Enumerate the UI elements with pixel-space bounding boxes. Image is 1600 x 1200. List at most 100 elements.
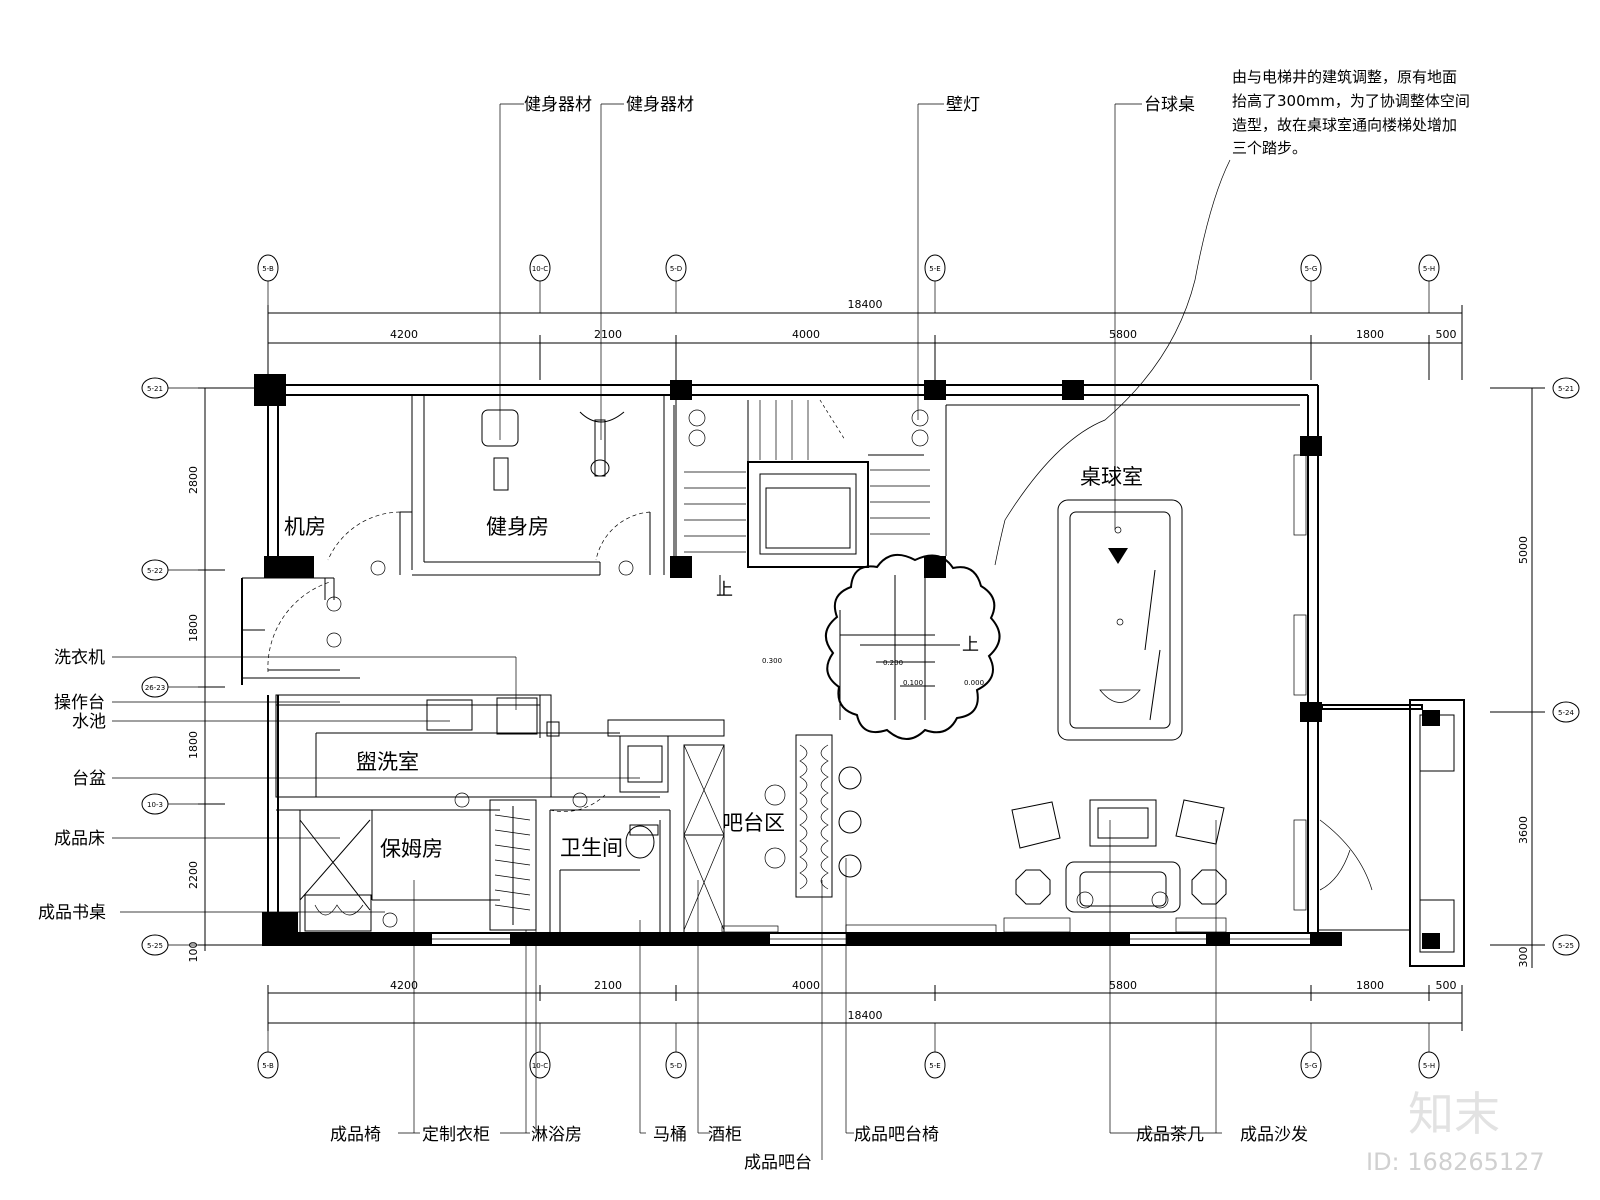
grid-left-3: 26-23 (145, 684, 165, 692)
dim-total-bottom: 18400 (848, 1009, 883, 1022)
grid-bubble: 10-C (529, 1023, 551, 1079)
label-gym-equipment-2: 健身器材 (626, 95, 694, 115)
room-washroom: 盥洗室 (356, 750, 419, 774)
grid-right-3: 5-25 (1558, 942, 1574, 950)
grid-right-1: 5-21 (1558, 385, 1574, 393)
top-dimensions: 18400 4200 2100 4000 5800 1800 500 (267, 298, 1463, 380)
label-sofa: 成品沙发 (1240, 1125, 1308, 1145)
grid-bubble: 5-H (1418, 254, 1440, 313)
room-toilet: 卫生间 (560, 836, 623, 860)
grid-left-4: 10-3 (147, 801, 163, 809)
dim-top-2: 2100 (594, 328, 622, 341)
label-desk: 成品书桌 (38, 903, 106, 923)
grid-bubble: 5-G (1300, 1023, 1322, 1079)
elevation-4: 0.000 (964, 679, 984, 687)
watermark-brand: 知末 (1408, 1087, 1500, 1141)
label-shower: 淋浴房 (531, 1125, 582, 1145)
top-callouts: 健身器材 健身器材 壁灯 台球桌 (481, 95, 1195, 530)
dim-bottom-1: 4200 (390, 979, 418, 992)
design-note: 由与电梯井的建筑调整，原有地面 抬高了300mm，为了协调整体空间 造型，故在桌… (1232, 68, 1470, 157)
svg-text:5-G: 5-G (1305, 1062, 1318, 1070)
dim-left-2: 1800 (187, 614, 200, 642)
label-bed: 成品床 (54, 829, 105, 849)
grid-left-5: 5-25 (147, 942, 163, 950)
dim-top-4: 5800 (1109, 328, 1137, 341)
label-wall-lamp: 壁灯 (946, 95, 980, 115)
left-callouts: 洗衣机 操作台 水池 台盆 成品床 成品书桌 (38, 648, 640, 923)
dim-bottom-2: 2100 (594, 979, 622, 992)
dim-top-6: 500 (1436, 328, 1457, 341)
room-billiard: 桌球室 (1080, 465, 1143, 489)
dim-right-2: 3600 (1517, 816, 1530, 844)
dim-left-3: 1800 (187, 731, 200, 759)
note-line-4: 三个踏步。 (1232, 139, 1307, 157)
right-dimensions: 5000 3600 300 5-21 5-24 5-25 (1490, 377, 1580, 968)
grid-bubble: 5-E (924, 1023, 946, 1079)
svg-text:5-D: 5-D (670, 265, 682, 273)
top-grid-axes: 5-B 10-C 5-D 5-E 5-G 5-H (257, 254, 1440, 313)
dim-left-5: 100 (187, 942, 200, 963)
dim-top-5: 1800 (1356, 328, 1384, 341)
left-dimensions: 2800 1800 1800 2200 100 5-21 5-22 26-23 … (141, 377, 265, 963)
elevation-3: 0.100 (903, 679, 923, 687)
label-tea-table: 成品茶几 (1136, 1125, 1204, 1145)
svg-text:5-G: 5-G (1305, 265, 1318, 273)
dim-bottom-6: 500 (1436, 979, 1457, 992)
stair-up-label: 上 (716, 580, 733, 600)
room-gym: 健身房 (486, 515, 549, 539)
label-billiard-table: 台球桌 (1144, 95, 1195, 115)
dim-total-top: 18400 (848, 298, 883, 311)
dim-top-3: 4000 (792, 328, 820, 341)
watermark-id: ID: 168265127 (1366, 1148, 1545, 1176)
label-wine-cabinet: 酒柜 (708, 1125, 742, 1145)
dim-right-3: 300 (1517, 947, 1530, 968)
bottom-callouts: 成品椅 定制衣柜 淋浴房 马桶 酒柜 成品吧台 成品吧台椅 成品茶几 成品沙发 (330, 820, 1308, 1173)
svg-text:5-B: 5-B (262, 265, 274, 273)
dim-top-1: 4200 (390, 328, 418, 341)
svg-text:5-E: 5-E (929, 265, 940, 273)
dim-right-1: 5000 (1517, 536, 1530, 564)
label-sink: 水池 (72, 712, 106, 732)
dim-left-1: 2800 (187, 466, 200, 494)
label-basin: 台盆 (72, 769, 106, 789)
note-line-2: 抬高了300mm，为了协调整体空间 (1232, 92, 1470, 110)
grid-bubble: 5-D (665, 1023, 687, 1079)
note-line-1: 由与电梯井的建筑调整，原有地面 (1232, 68, 1457, 86)
label-work-counter: 操作台 (54, 693, 105, 713)
label-bar-stool: 成品吧台椅 (854, 1125, 939, 1145)
room-machine: 机房 (284, 515, 326, 539)
watermark: 知末 ID: 168265127 (1366, 1087, 1545, 1176)
dim-bottom-5: 1800 (1356, 979, 1384, 992)
svg-text:5-D: 5-D (670, 1062, 682, 1070)
step-up-label: 上 (962, 635, 979, 655)
label-wardrobe: 定制衣柜 (422, 1125, 490, 1145)
grid-bubble: 5-G (1300, 254, 1322, 313)
grid-left-2: 5-22 (147, 567, 163, 575)
grid-right-2: 5-24 (1558, 709, 1574, 717)
svg-text:5-H: 5-H (1423, 1062, 1435, 1070)
bottom-grid-axes: 5-B 10-C 5-D 5-E 5-G 5-H (257, 1023, 1440, 1079)
grid-bubble: 5-B (257, 1023, 279, 1079)
svg-text:5-H: 5-H (1423, 265, 1435, 273)
note-line-3: 造型，故在桌球室通向楼梯处增加 (1232, 116, 1457, 134)
label-gym-equipment-1: 健身器材 (524, 95, 592, 115)
grid-left-1: 5-21 (147, 385, 163, 393)
grid-bubble: 10-C (529, 254, 551, 313)
partitions: 上 上 0.300 0.200 0.100 0.000 (242, 159, 1373, 934)
room-bar: 吧台区 (722, 811, 785, 835)
elevation-2: 0.200 (883, 659, 903, 667)
grid-bubble: 5-E (924, 254, 946, 313)
label-washing-machine: 洗衣机 (54, 648, 105, 668)
revision-cloud (825, 553, 1001, 740)
label-toilet: 马桶 (653, 1125, 687, 1145)
dim-bottom-3: 4000 (792, 979, 820, 992)
room-names: 机房 健身房 桌球室 盥洗室 保姆房 卫生间 吧台区 (284, 465, 1143, 861)
label-bar-counter: 成品吧台 (744, 1153, 812, 1173)
svg-text:10-C: 10-C (532, 1062, 548, 1070)
svg-text:10-C: 10-C (532, 265, 548, 273)
svg-text:5-B: 5-B (262, 1062, 274, 1070)
elevation-1: 0.300 (762, 657, 782, 665)
svg-text:5-E: 5-E (929, 1062, 940, 1070)
grid-bubble: 5-B (257, 254, 279, 313)
